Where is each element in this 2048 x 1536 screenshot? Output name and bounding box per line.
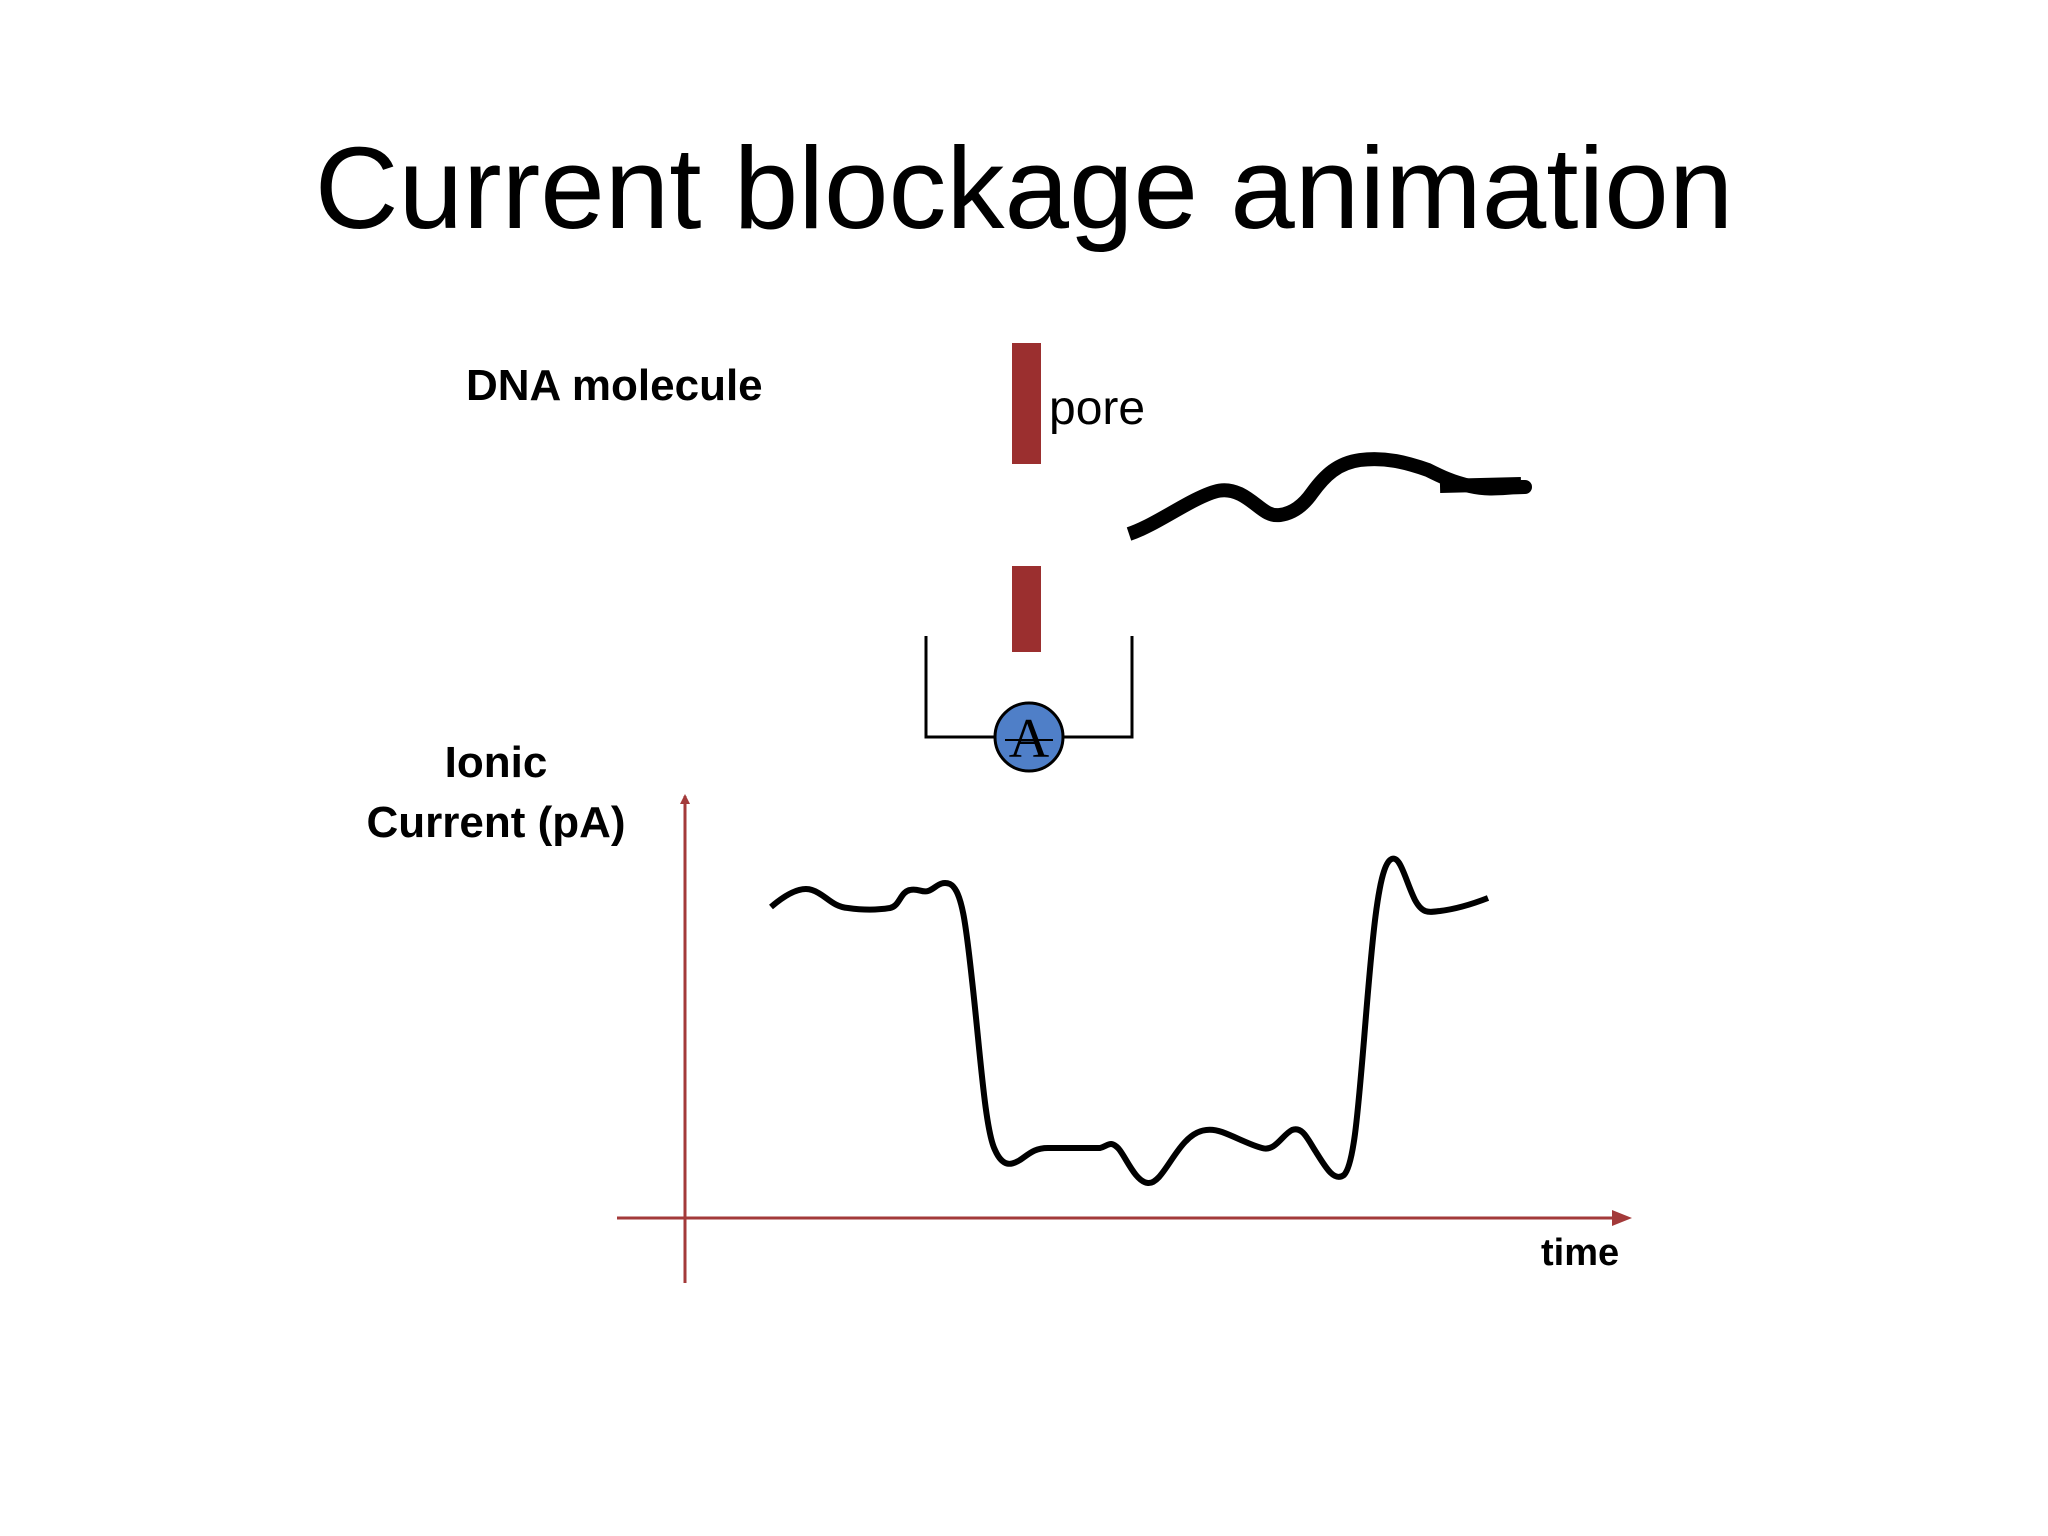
time-axis-label: time: [1541, 1232, 1620, 1274]
ionic-current-label: Ionic Current (pA): [366, 733, 626, 853]
circuit-wire: [924, 636, 995, 739]
pore-label: pore: [1049, 382, 1146, 435]
circuit-wire-right: [1063, 636, 1134, 739]
pore-wall-bottom: [1012, 566, 1041, 652]
slide-title: Current blockage animation: [314, 123, 1734, 253]
current-trace: [769, 855, 1490, 1186]
ionic-current-label-line1: Ionic: [444, 738, 548, 787]
pore-wall-top: [1012, 343, 1041, 464]
ammeter-icon: A: [993, 701, 1065, 773]
dna-molecule-strand: [1126, 452, 1532, 541]
ionic-current-label-line2: Current (pA): [366, 798, 626, 847]
dna-molecule-tail: [1439, 477, 1522, 493]
dna-molecule-label: DNA molecule: [466, 361, 763, 410]
